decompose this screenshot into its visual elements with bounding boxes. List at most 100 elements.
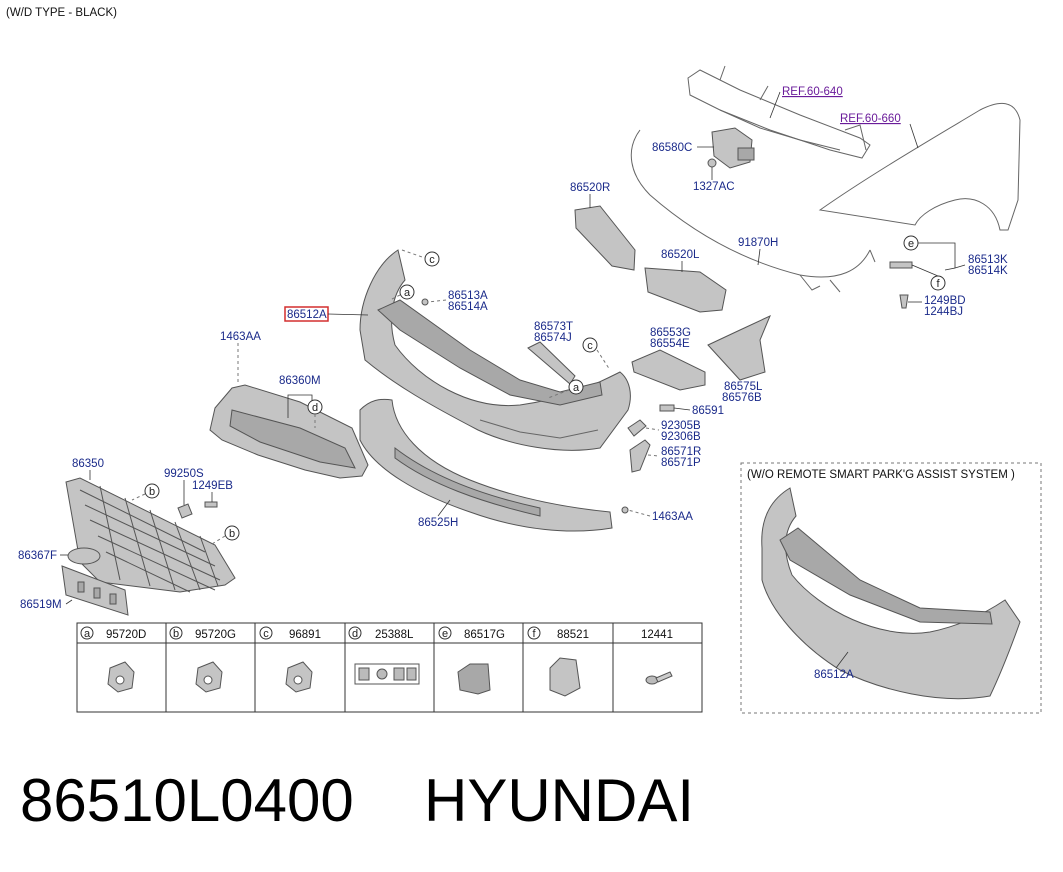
- inset-title: (W/O REMOTE SMART PARK'G ASSIST SYSTEM ): [747, 469, 1015, 481]
- label-86573T[interactable]: 86573T: [534, 321, 573, 333]
- label-1249EB[interactable]: 1249EB: [192, 480, 233, 492]
- ref-60-660[interactable]: REF.60-660: [840, 113, 901, 125]
- label-86513A[interactable]: 86513A: [448, 290, 488, 302]
- label-86571P[interactable]: 86571P: [661, 457, 701, 469]
- svg-text:d: d: [312, 402, 318, 414]
- legend-part-95720D[interactable]: 95720D: [106, 629, 146, 641]
- svg-text:e: e: [908, 238, 914, 250]
- svg-text:a: a: [404, 287, 411, 299]
- header-note: (W/D TYPE - BLACK): [6, 7, 117, 19]
- label-86519M[interactable]: 86519M: [20, 599, 62, 611]
- footer-part-number: 86510L0400: [20, 767, 354, 834]
- label-1244BJ[interactable]: 1244BJ: [924, 306, 963, 318]
- front-end-module-outline: [687, 65, 871, 159]
- label-1463AA-top[interactable]: 1463AA: [220, 331, 261, 343]
- label-86512A[interactable]: 86512A: [287, 309, 327, 321]
- radiator-grille-86350: [65, 477, 236, 593]
- absorber-86520L: [644, 267, 727, 313]
- label-92305B[interactable]: 92305B: [661, 420, 701, 432]
- legend-cell-e: e 86517G: [438, 626, 505, 695]
- label-86554E[interactable]: 86554E: [650, 338, 690, 350]
- callout-e-right: e: [903, 235, 919, 251]
- screw-86591: [659, 404, 675, 412]
- inset-panel: (W/O REMOTE SMART PARK'G ASSIST SYSTEM )…: [740, 462, 1042, 714]
- bracket-icon: [549, 657, 581, 697]
- callout-b-upper: b: [131, 483, 160, 501]
- label-86571R[interactable]: 86571R: [661, 446, 701, 458]
- label-86580C[interactable]: 86580C: [652, 142, 692, 154]
- callout-c-top: c: [401, 249, 440, 267]
- label-86514A[interactable]: 86514A: [448, 301, 488, 313]
- label-86591[interactable]: 86591: [692, 405, 724, 417]
- legend-part-86517G[interactable]: 86517G: [464, 629, 505, 641]
- label-86360M[interactable]: 86360M: [279, 375, 321, 387]
- svg-text:f: f: [532, 628, 536, 640]
- bracket-86571R: [629, 439, 651, 473]
- label-86512A-inset[interactable]: 86512A: [814, 669, 854, 681]
- insert-86553G: [631, 349, 706, 391]
- ref-labels: REF.60-640 REF.60-660: [769, 86, 919, 149]
- label-86520R[interactable]: 86520R: [570, 182, 610, 194]
- fender-outline: [818, 102, 1021, 231]
- retainer-icon: [457, 663, 491, 695]
- bracket-86573T: [527, 341, 576, 385]
- legend-cell-d: d 25388L: [348, 626, 420, 685]
- sensor-bracket-86580C: [707, 127, 755, 169]
- svg-text:a: a: [84, 628, 91, 640]
- screw-icon: [645, 671, 673, 685]
- label-86525H[interactable]: 86525H: [418, 517, 458, 529]
- label-86574J[interactable]: 86574J: [534, 332, 572, 344]
- svg-text:c: c: [263, 628, 269, 640]
- legend-part-88521[interactable]: 88521: [557, 629, 589, 641]
- svg-text:d: d: [352, 628, 358, 640]
- svg-text:f: f: [936, 278, 940, 290]
- callout-d: d: [307, 399, 323, 428]
- callout-b-lower: b: [211, 525, 240, 545]
- legend-cell-c: c 96891: [259, 626, 321, 693]
- grille-backing-86360M: [209, 384, 369, 479]
- label-1463AA-bottom[interactable]: 1463AA: [652, 511, 693, 523]
- wiring-harness-91870H: [630, 129, 876, 293]
- legend-cell-12441: 12441: [641, 629, 673, 685]
- legend-part-25388L[interactable]: 25388L: [375, 629, 414, 641]
- svg-text:b: b: [173, 628, 179, 640]
- label-86576B[interactable]: 86576B: [722, 392, 762, 404]
- label-86514K[interactable]: 86514K: [968, 265, 1008, 277]
- legend-part-12441[interactable]: 12441: [641, 629, 673, 641]
- legend-cell-b: b 95720G: [169, 626, 236, 693]
- svg-text:a: a: [573, 382, 580, 394]
- label-92306B[interactable]: 92306B: [661, 431, 701, 443]
- callout-a-top: a: [389, 284, 415, 301]
- footer-brand: HYUNDAI: [424, 767, 694, 834]
- label-91870H[interactable]: 91870H: [738, 237, 778, 249]
- label-86575L[interactable]: 86575L: [724, 381, 763, 393]
- callout-c-mid: c: [582, 337, 611, 371]
- reflector-92305B: [627, 419, 647, 437]
- label-1327AC[interactable]: 1327AC: [693, 181, 735, 193]
- svg-text:e: e: [442, 628, 448, 640]
- label-86520L[interactable]: 86520L: [661, 249, 700, 261]
- plate-bracket-86519M: [61, 565, 129, 616]
- svg-text:b: b: [149, 486, 155, 498]
- legend-table: [76, 622, 703, 713]
- ref-60-640[interactable]: REF.60-640: [782, 86, 843, 98]
- label-86513K[interactable]: 86513K: [968, 254, 1008, 266]
- label-1249BD[interactable]: 1249BD: [924, 295, 966, 307]
- legend-part-96891[interactable]: 96891: [289, 629, 321, 641]
- bumper-cover-86512A: [359, 249, 631, 451]
- absorber-86520R: [574, 205, 636, 271]
- legend-cell-a: a 95720D: [80, 626, 146, 693]
- cover-86575L: [707, 315, 771, 381]
- label-86350[interactable]: 86350: [72, 458, 104, 470]
- callout-a-mid: a: [547, 379, 584, 399]
- label-86367F[interactable]: 86367F: [18, 550, 57, 562]
- label-86553G[interactable]: 86553G: [650, 327, 691, 339]
- svg-text:c: c: [587, 340, 593, 352]
- svg-text:b: b: [229, 528, 235, 540]
- emblem-86367F: [67, 547, 101, 565]
- lower-lip-86525H: [359, 398, 613, 532]
- label-99250S[interactable]: 99250S: [164, 468, 204, 480]
- fasteners-86513K: [889, 242, 966, 309]
- legend-part-95720G[interactable]: 95720G: [195, 629, 236, 641]
